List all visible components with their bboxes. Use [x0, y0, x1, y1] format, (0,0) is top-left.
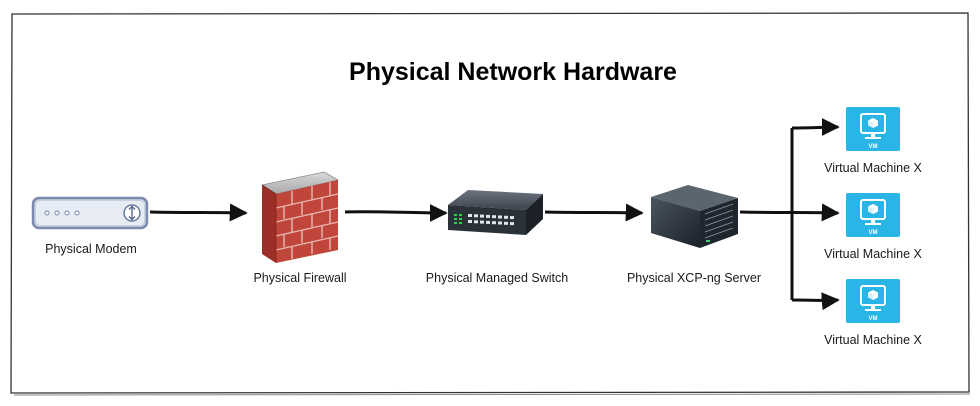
modem-icon — [31, 196, 149, 230]
switch-icon — [448, 190, 543, 235]
node-vm-2[interactable]: VM Virtual Machine X — [824, 193, 923, 261]
vm-badge: VM — [869, 230, 878, 236]
vm-badge: VM — [869, 316, 878, 322]
edge-switch-server — [544, 203, 644, 222]
node-label: Virtual Machine X — [824, 247, 922, 261]
edge-firewall-switch — [344, 203, 448, 222]
vm-icon: VM — [846, 279, 900, 323]
vm-icon: VM — [846, 193, 900, 237]
node-label: Physical Firewall — [253, 271, 346, 285]
edge-server-vm1 — [791, 118, 840, 137]
node-modem[interactable]: Physical Modem — [31, 196, 149, 256]
node-label: Physical Managed Switch — [426, 271, 568, 285]
vm-badge: VM — [869, 144, 878, 150]
node-switch[interactable]: Physical Managed Switch — [426, 190, 568, 285]
diagram-border — [10, 12, 970, 394]
firewall-icon — [260, 171, 340, 263]
node-label: Virtual Machine X — [824, 161, 922, 175]
edge-modem-firewall — [149, 203, 248, 222]
node-label: Virtual Machine X — [824, 333, 922, 347]
node-server[interactable]: Physical XCP-ng Server — [627, 185, 761, 285]
edges — [149, 118, 840, 311]
diagram-border-shadow — [13, 393, 971, 396]
node-label: Physical XCP-ng Server — [627, 271, 761, 285]
node-label: Physical Modem — [45, 242, 137, 256]
node-vm-3[interactable]: VM Virtual Machine X — [824, 279, 923, 347]
node-vm-1[interactable]: VM Virtual Machine X — [824, 107, 923, 175]
edge-server-vm2 — [739, 203, 840, 222]
node-firewall[interactable]: Physical Firewall — [253, 171, 347, 285]
diagram-title: Physical Network Hardware — [349, 58, 677, 86]
server-icon — [651, 185, 738, 248]
vm-icon: VM — [846, 107, 900, 151]
